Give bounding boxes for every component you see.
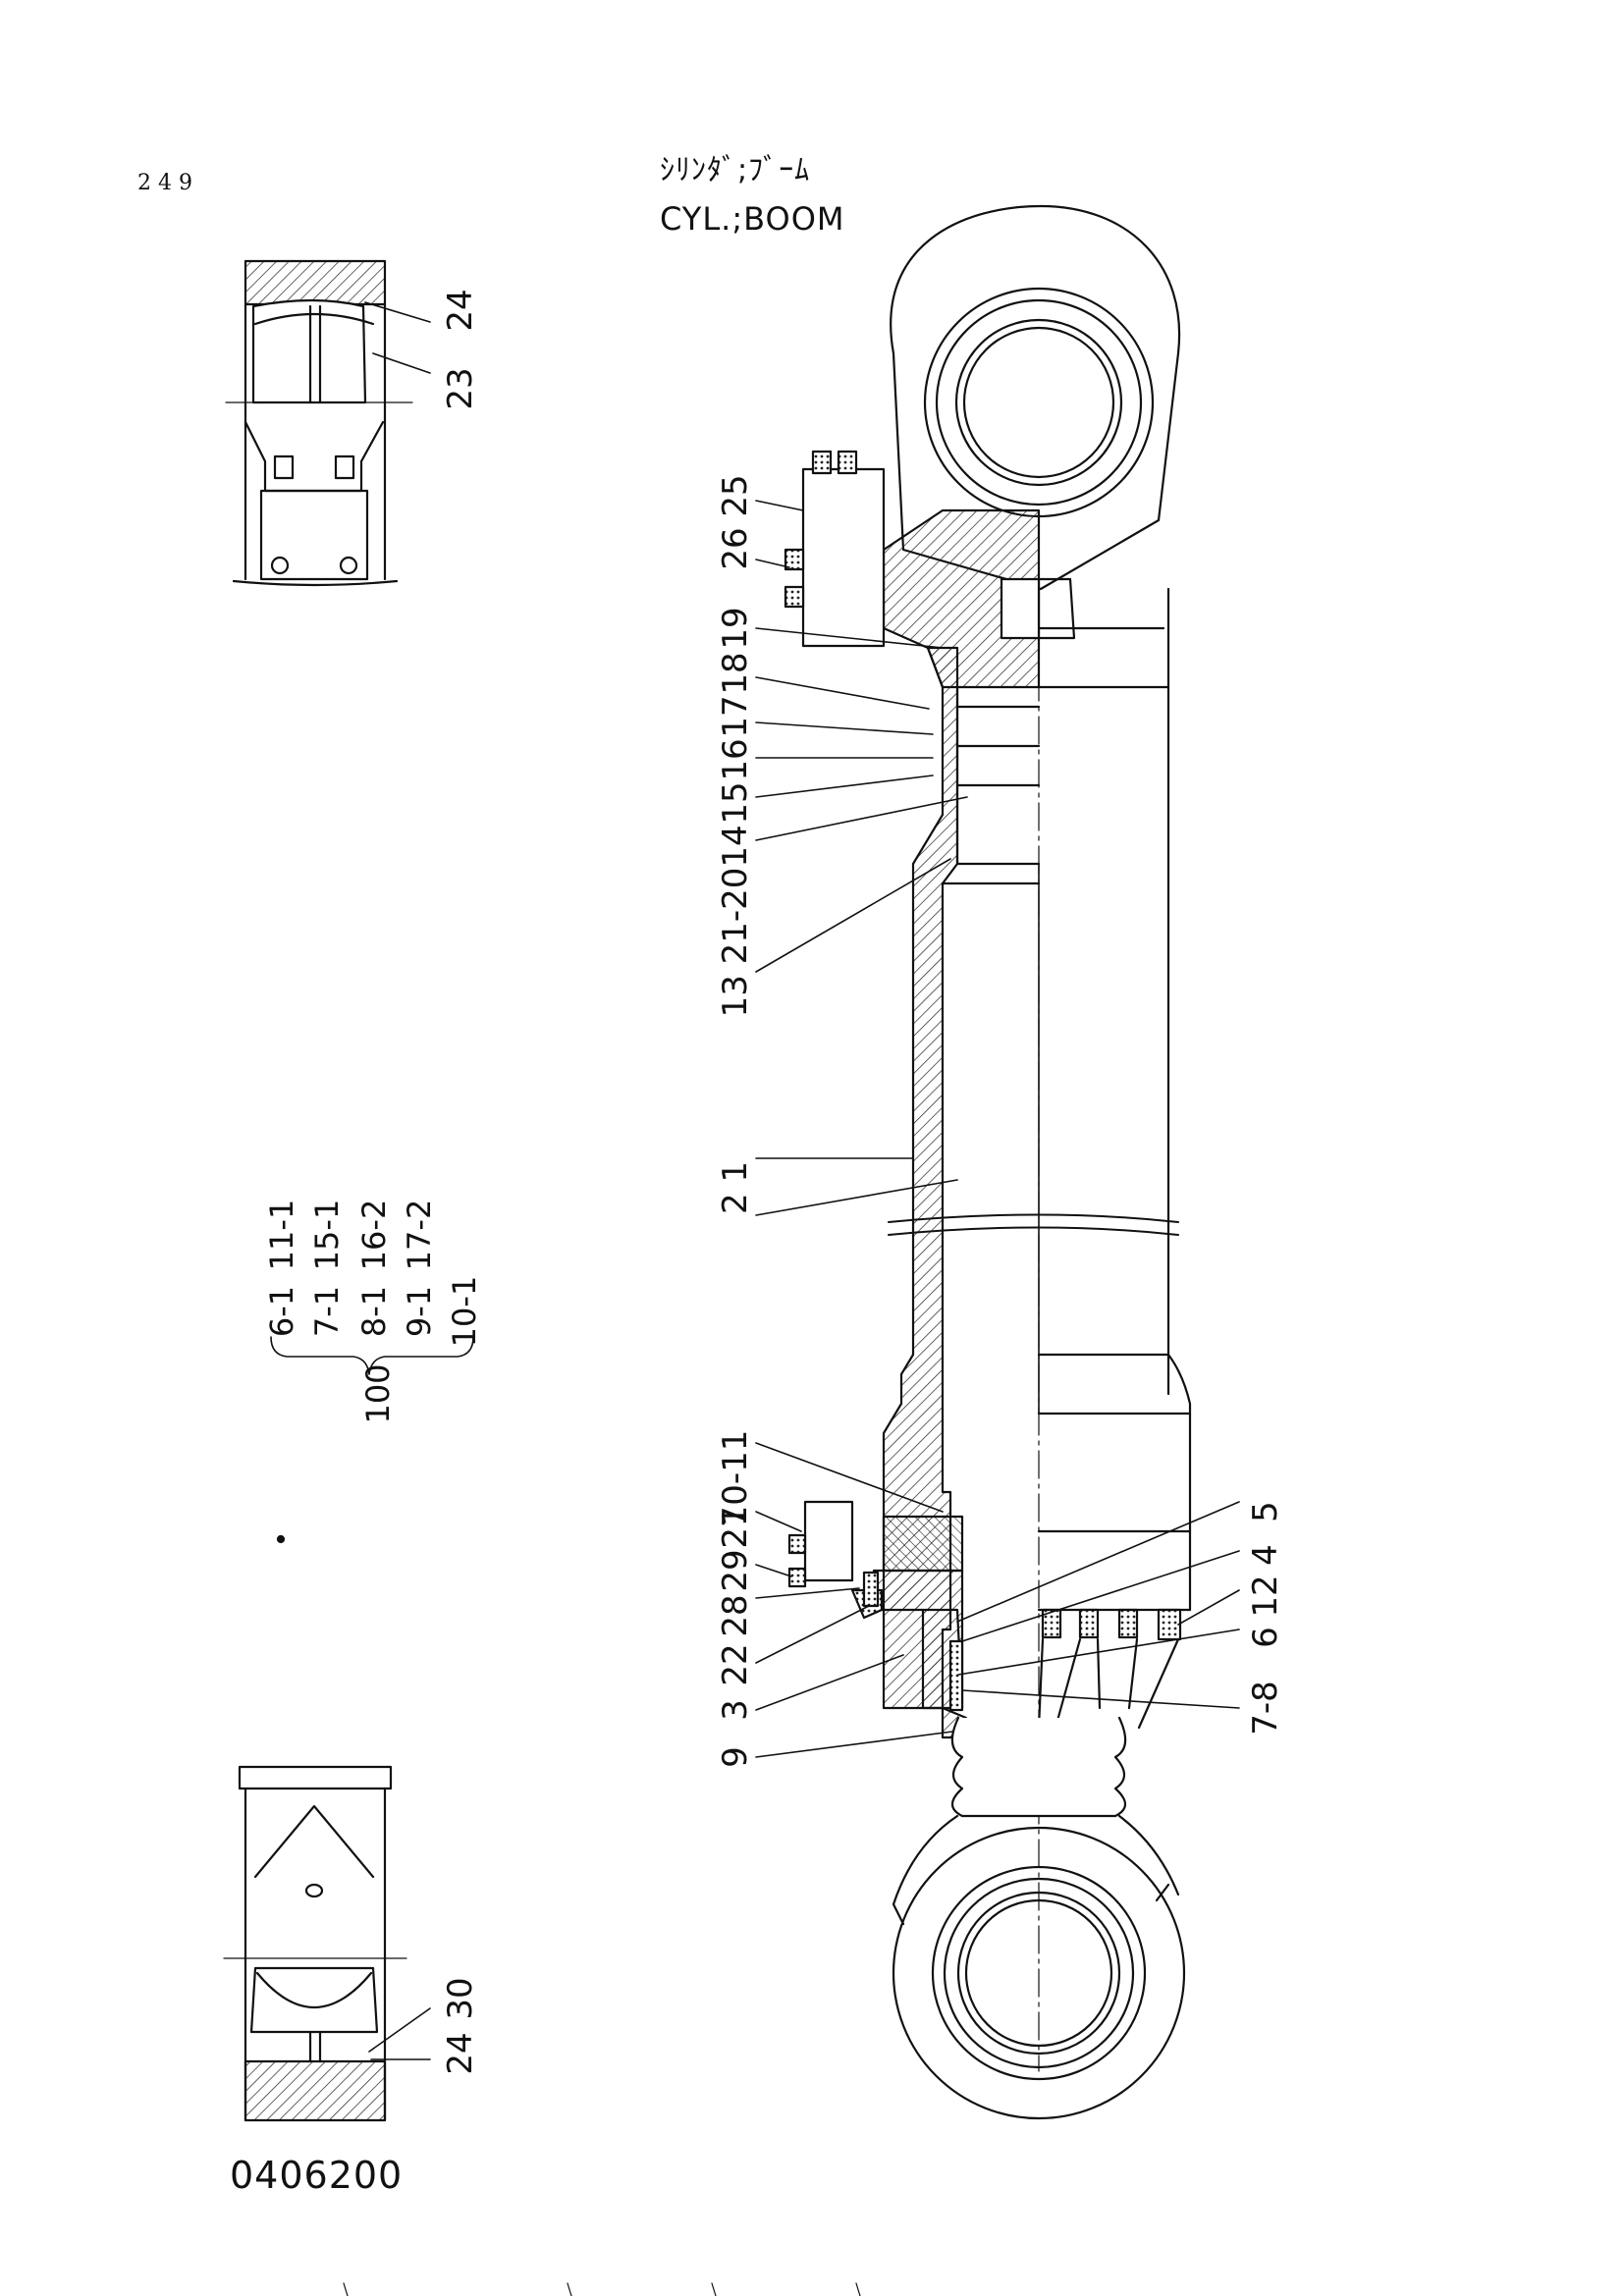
kit-item: 10-1 xyxy=(446,1276,483,1348)
kit-item: 11-1 xyxy=(263,1200,300,1271)
callout-5: 5 xyxy=(1246,1501,1285,1522)
title-japanese: ｼﾘﾝﾀﾞ;ﾌﾞｰﾑ xyxy=(660,153,811,187)
callout-12: 12 xyxy=(1246,1575,1285,1617)
kit-brace xyxy=(270,1336,474,1375)
seal-kit-list: 100 6-1 11-1 7-1 15-1 8-1 16-2 9-1 17-2 … xyxy=(263,1200,483,1424)
callout-19: 19 xyxy=(716,607,755,649)
callout-17: 17 xyxy=(716,695,755,737)
scan-edge-marks xyxy=(343,2282,861,2296)
callout-24-top: 24 xyxy=(441,289,480,331)
title-english: CYL.;BOOM xyxy=(660,200,845,238)
kit-item: 9-1 xyxy=(401,1286,438,1337)
top-mounting-bracket xyxy=(784,450,886,648)
callout-30-bottom: 30 xyxy=(441,1977,480,2019)
kit-item: 15-1 xyxy=(308,1200,346,1271)
callout-27: 27 xyxy=(716,1506,755,1548)
callout-16: 16 xyxy=(716,738,755,780)
callout-6: 6 xyxy=(1246,1627,1285,1648)
callout-23-top: 23 xyxy=(441,367,480,409)
callout-3: 3 xyxy=(716,1699,755,1721)
callout-22: 22 xyxy=(716,1643,755,1685)
callout-18: 18 xyxy=(716,652,755,694)
stray-dot xyxy=(276,1534,286,1544)
callout-14: 14 xyxy=(716,825,755,867)
callout-13-21-20: 13 21-20 xyxy=(716,868,755,1018)
kit-item: 8-1 xyxy=(355,1286,393,1337)
top-pin-detail xyxy=(225,259,431,587)
callout-9: 9 xyxy=(716,1746,755,1768)
callout-15: 15 xyxy=(716,781,755,824)
kit-item: 6-1 xyxy=(263,1286,300,1337)
callout-2-1: 2 1 xyxy=(716,1161,755,1214)
callout-29: 29 xyxy=(716,1549,755,1591)
callout-7-8: 7-8 xyxy=(1246,1681,1285,1735)
callout-4: 4 xyxy=(1246,1544,1285,1566)
callout-10-11: 10-11 xyxy=(716,1430,755,1527)
page-number: 249 xyxy=(137,171,199,195)
rod-gland xyxy=(787,1500,1192,1739)
leader-lines xyxy=(755,500,1240,1758)
cylinder-tube xyxy=(882,587,1192,1710)
top-eye xyxy=(882,204,1181,689)
drawing-number: 0406200 xyxy=(230,2154,404,2197)
kit-item: 7-1 xyxy=(308,1286,346,1337)
kit-number: 100 xyxy=(359,1363,397,1423)
callout-24-bottom: 24 xyxy=(441,2032,480,2074)
rod-eye xyxy=(892,1716,1186,2120)
callout-labels: 24 23 26 25 19 18 17 16 15 14 13 21-20 2… xyxy=(441,289,1285,2074)
callout-26-25: 26 25 xyxy=(716,474,755,569)
bottom-pin-detail xyxy=(223,1765,431,2122)
kit-item: 16-2 xyxy=(355,1200,393,1271)
kit-item: 17-2 xyxy=(401,1200,438,1271)
callout-28: 28 xyxy=(716,1594,755,1636)
